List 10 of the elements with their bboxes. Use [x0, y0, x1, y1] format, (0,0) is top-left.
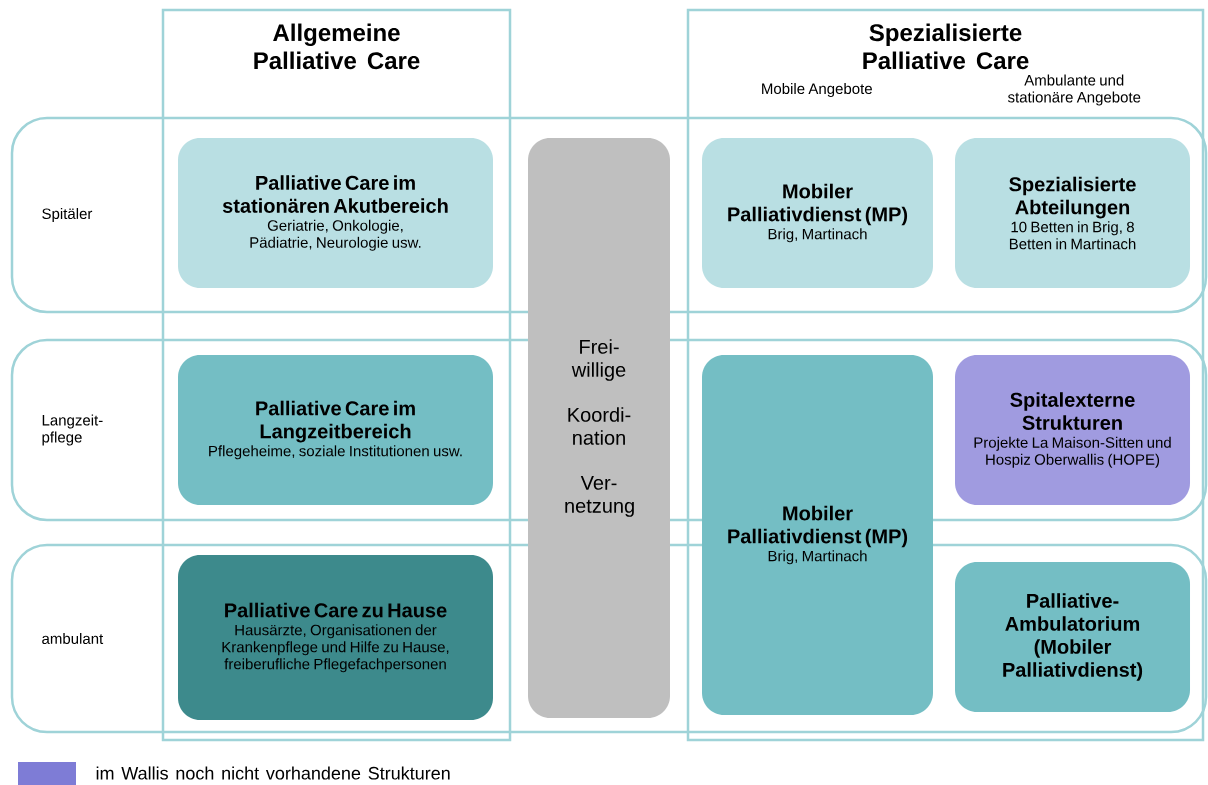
- service-box: Palliative Care im Langzeitbereich Pflegeheime, soziale Institutionen usw.: [178, 355, 493, 505]
- service-box: Mobiler Palliativdienst (MP) Brig, Martinach: [702, 355, 933, 715]
- service-box: Spezialisierte Abteilungen 10 Betten in Brig, 8 Betten in Martinach: [955, 138, 1190, 288]
- service-box: Palliative Care zu Hause Hausärzte, Organisationen der Krankenpflege und Hilfe zu Hause, freiberufliche Pflegefachpersonen: [178, 555, 493, 720]
- service-box: Mobiler Palliativdienst (MP) Brig, Martinach: [702, 138, 933, 288]
- service-box: Spitalexterne Strukturen Projekte La Maison-Sitten und Hospiz Oberwallis (HOPE): [955, 355, 1190, 505]
- legend-text: im Wallis noch nicht vorhandene Strukturen: [96, 766, 450, 780]
- coordination-bar: Frei-willige Koordi-nation Ver-netzung: [528, 138, 670, 718]
- service-box: Palliative Care im stationären Akutbereich Geriatrie, Onkologie, Pädiatrie, Neurologie usw.: [178, 138, 493, 288]
- service-box: Palliative-Ambulatorium (Mobiler Palliativdienst): [955, 562, 1190, 712]
